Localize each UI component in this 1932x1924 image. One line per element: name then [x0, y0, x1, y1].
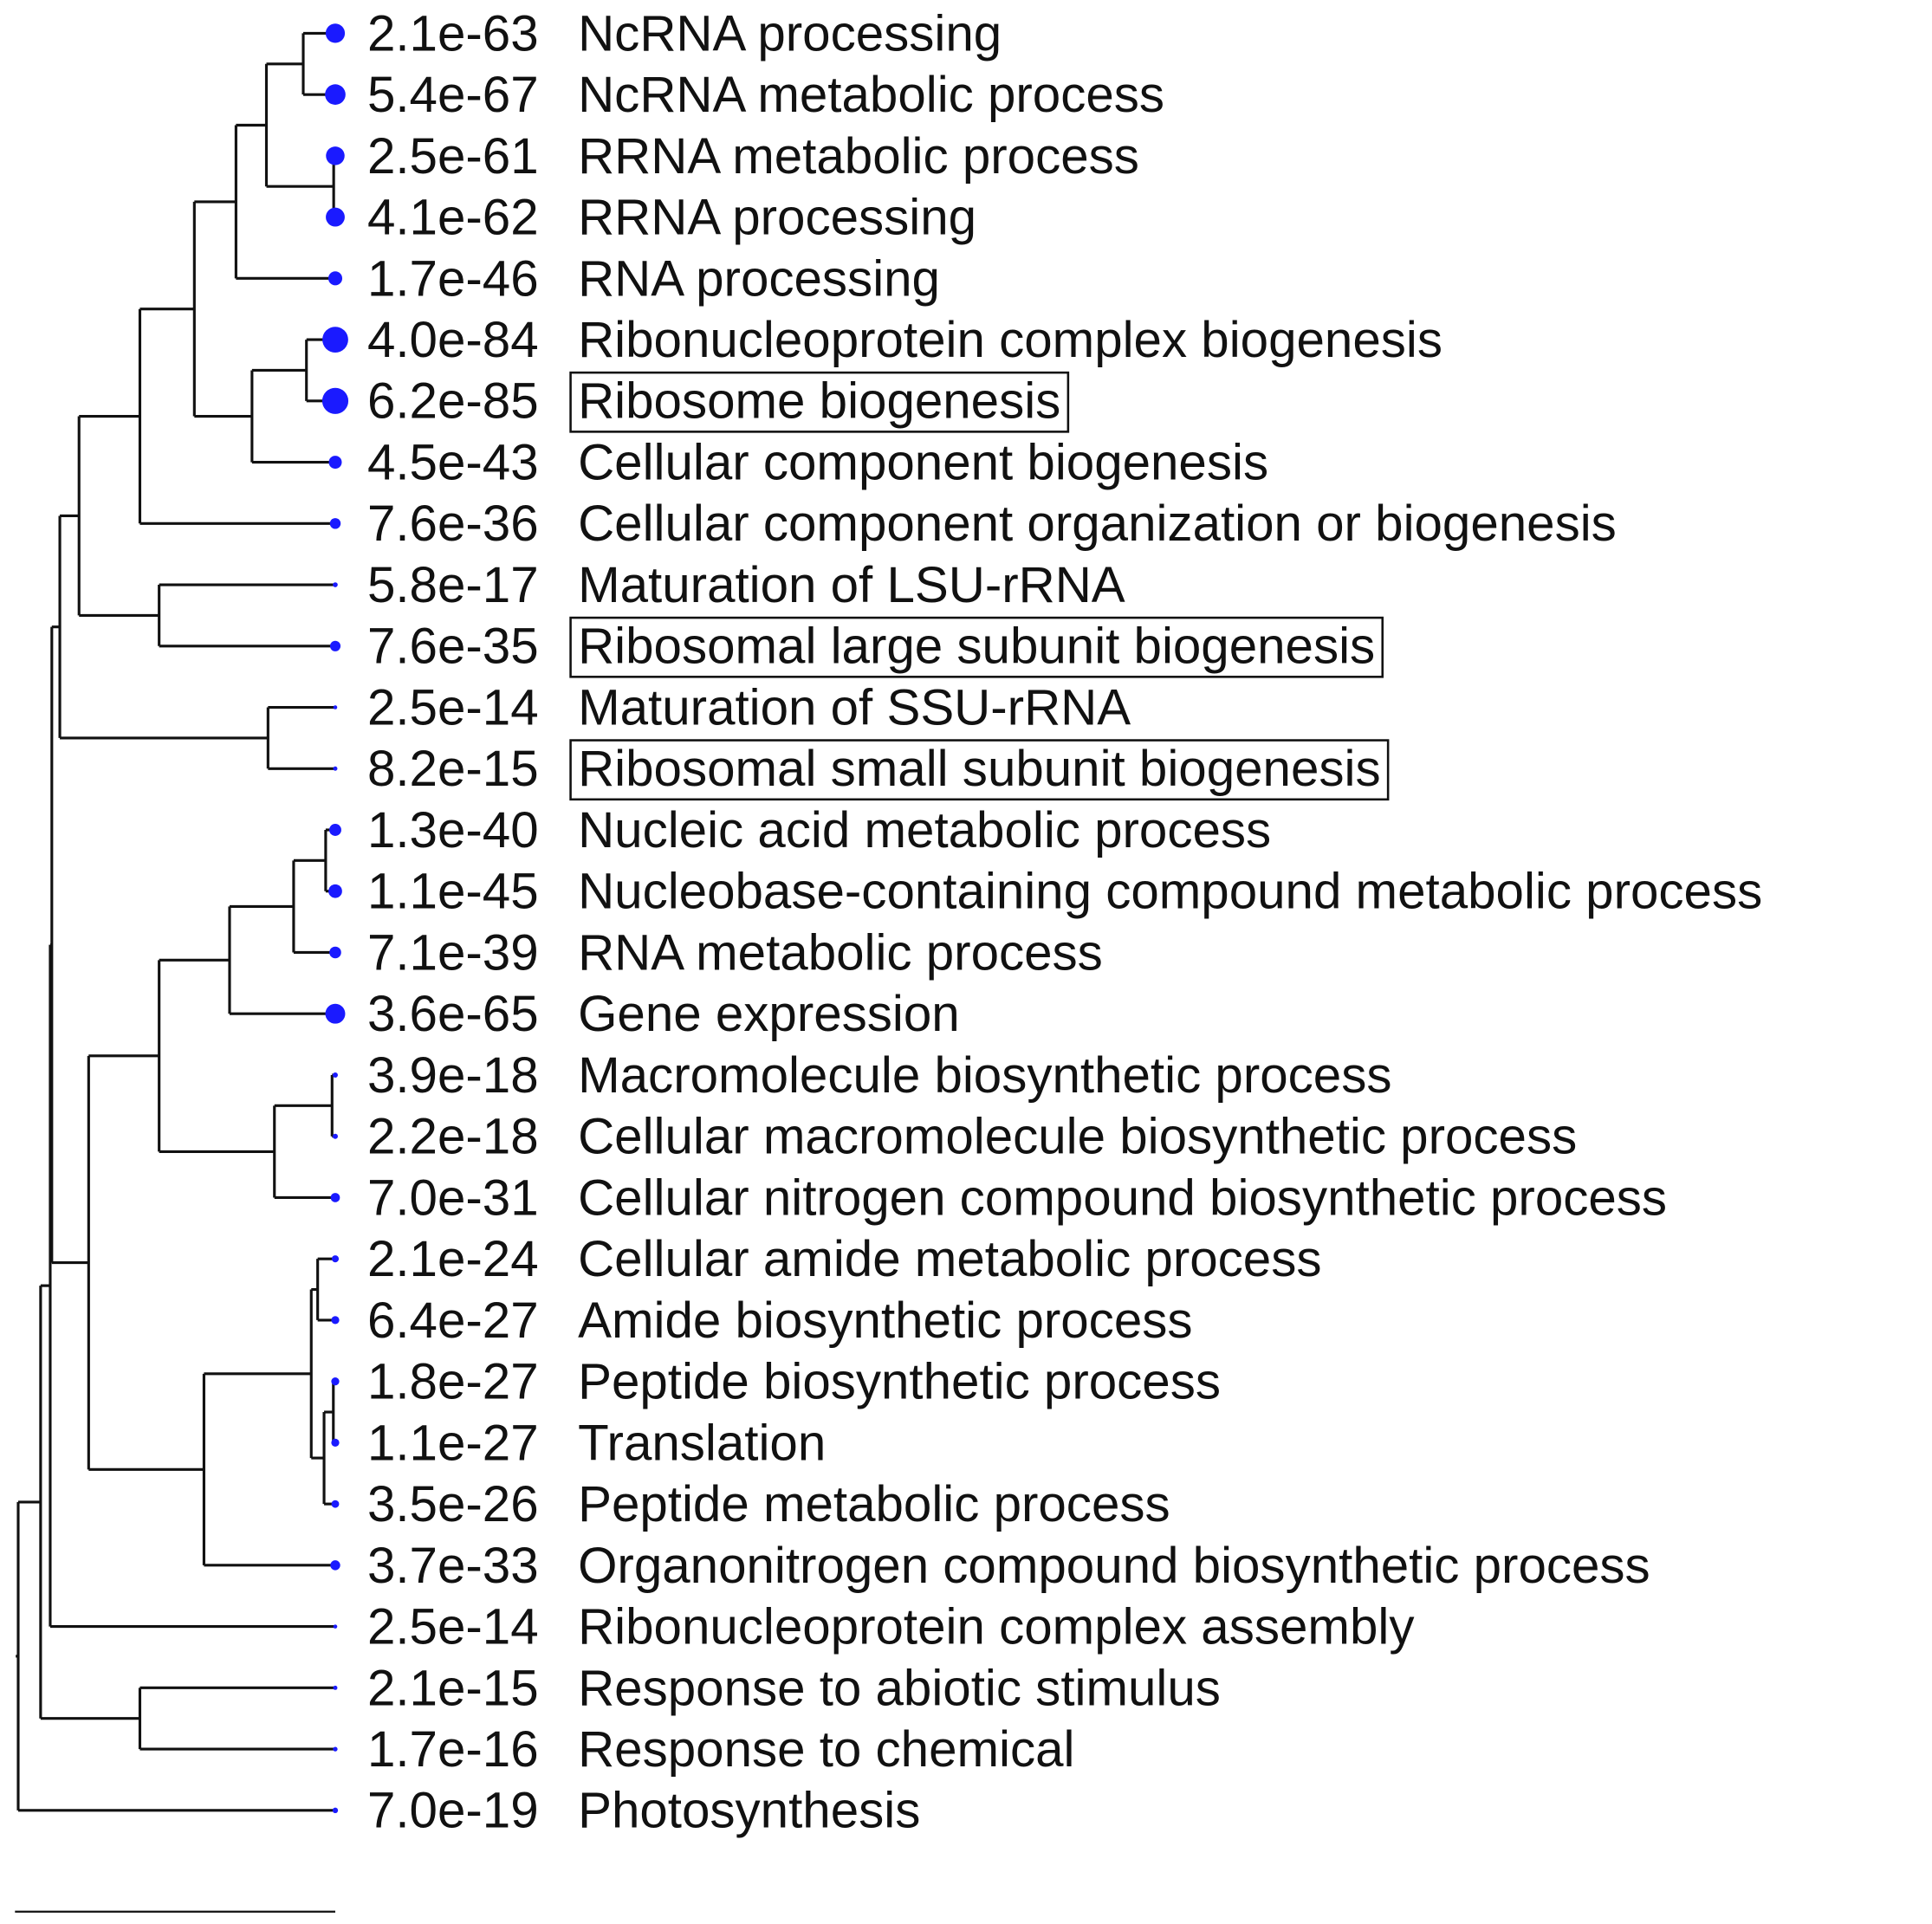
leaf-label: Maturation of SSU-rRNA	[578, 679, 1131, 735]
leaf-pvalue: 5.4e-67	[367, 67, 539, 123]
leaf-pvalue: 2.5e-14	[367, 1599, 539, 1655]
leaf-pvalue: 1.1e-45	[367, 864, 539, 920]
leaf-pvalue: 2.1e-24	[367, 1231, 539, 1287]
leaf-dot	[322, 327, 348, 353]
leaf-dot	[333, 766, 338, 771]
leaf-label: Peptide biosynthetic process	[578, 1354, 1221, 1410]
leaf-pvalue: 2.1e-63	[367, 5, 539, 62]
leaf-pvalue: 7.1e-39	[367, 924, 539, 981]
leaf-pvalue: 3.5e-26	[367, 1476, 539, 1532]
leaf-dot	[331, 1500, 340, 1508]
leaf-dot	[331, 1316, 340, 1325]
leaf-labels: 2.1e-63 NcRNA processing 5.4e-67 NcRNA meta…	[367, 5, 1762, 1838]
leaf-dot	[333, 1746, 338, 1752]
leaf-label: Ribosomal large subunit biogenesis	[578, 619, 1375, 675]
leaf-dot	[329, 518, 341, 529]
leaf-pvalue: 5.8e-17	[367, 557, 539, 613]
leaf-dot	[325, 23, 346, 43]
leaf-pvalue: 8.2e-15	[367, 741, 539, 797]
leaf-label: Response to abiotic stimulus	[578, 1660, 1221, 1716]
leaf-label: Response to chemical	[578, 1721, 1074, 1778]
leaf-label: Cellular macromolecule biosynthetic proc…	[578, 1109, 1577, 1165]
leaf-dot	[325, 1003, 346, 1024]
leaf-label: NcRNA metabolic process	[578, 67, 1164, 123]
leaf-dot	[327, 271, 343, 286]
leaf-dot	[328, 456, 342, 470]
leaf-label: RRNA metabolic process	[578, 128, 1139, 185]
leaf-label: Translation	[578, 1415, 826, 1471]
leaf-pvalue: 7.6e-36	[367, 496, 539, 552]
branches	[16, 31, 335, 1812]
leaf-dot	[321, 387, 349, 414]
leaf-dot	[332, 1072, 338, 1078]
leaf-dot	[329, 640, 341, 651]
leaf-label: Photosynthesis	[578, 1783, 920, 1839]
leaf-dot	[326, 146, 345, 165]
leaf-label: RRNA processing	[578, 190, 976, 246]
leaf-label: Ribonucleoprotein complex assembly	[578, 1599, 1415, 1655]
leaf-pvalue: 2.1e-15	[367, 1660, 539, 1716]
highlight-box	[569, 371, 1070, 433]
leaf-pvalue: 3.7e-33	[367, 1538, 539, 1594]
leaf-dot	[333, 705, 338, 709]
leaf-pvalue: 2.5e-14	[367, 679, 539, 735]
leaf-label: Macromolecule biosynthetic process	[578, 1047, 1391, 1104]
leaf-dot	[330, 1560, 340, 1571]
leaf-label: Maturation of LSU-rRNA	[578, 557, 1125, 613]
leaf-pvalue: 3.6e-65	[367, 986, 539, 1042]
leaf-dot	[329, 946, 341, 959]
leaf-label: Ribosomal small subunit biogenesis	[578, 741, 1380, 797]
leaf-dot	[333, 582, 338, 587]
leaf-pvalue: 1.7e-46	[367, 250, 539, 307]
leaf-dots	[321, 23, 349, 1814]
leaf-pvalue: 6.4e-27	[367, 1292, 539, 1349]
leaf-pvalue: 1.8e-27	[367, 1354, 539, 1410]
leaf-label: Ribonucleoprotein complex biogenesis	[578, 312, 1443, 368]
leaf-label: Peptide metabolic process	[578, 1476, 1170, 1532]
leaf-label: Cellular component biogenesis	[578, 434, 1268, 490]
leaf-pvalue: 1.1e-27	[367, 1415, 539, 1471]
leaf-label: Cellular component organization or bioge…	[578, 496, 1617, 552]
leaf-pvalue: 2.5e-61	[367, 128, 539, 185]
highlight-box	[569, 616, 1384, 678]
leaf-dot	[332, 1133, 338, 1139]
leaf-dot	[330, 1193, 340, 1202]
leaf-dot	[331, 1255, 340, 1263]
leaf-dot	[326, 207, 345, 227]
leaf-dot	[325, 84, 346, 105]
leaf-pvalue: 7.0e-19	[367, 1783, 539, 1839]
leaf-label: RNA metabolic process	[578, 924, 1103, 981]
leaf-dot	[332, 1807, 339, 1814]
highlight-box	[569, 739, 1390, 801]
leaf-label: Amide biosynthetic process	[578, 1292, 1192, 1349]
leaf-dot	[328, 884, 342, 898]
leaf-label: Nucleic acid metabolic process	[578, 802, 1271, 858]
leaf-pvalue: 7.0e-31	[367, 1169, 539, 1226]
leaf-label: NcRNA processing	[578, 5, 1002, 62]
leaf-dot	[333, 1624, 338, 1629]
leaf-pvalue: 7.6e-35	[367, 619, 539, 675]
leaf-label: Cellular nitrogen compound biosynthetic …	[578, 1169, 1667, 1226]
leaf-dot	[331, 1438, 340, 1448]
leaf-dot	[333, 1685, 338, 1690]
leaf-label: Cellular amide metabolic process	[578, 1231, 1321, 1287]
leaf-label: RNA processing	[578, 250, 940, 307]
leaf-label: Gene expression	[578, 986, 960, 1042]
leaf-pvalue: 3.9e-18	[367, 1047, 539, 1104]
leaf-pvalue: 1.7e-16	[367, 1721, 539, 1778]
leaf-dot	[331, 1377, 340, 1386]
leaf-pvalue: 6.2e-85	[367, 373, 539, 430]
leaf-pvalue: 1.3e-40	[367, 802, 539, 858]
leaf-dot	[329, 824, 341, 836]
leaf-pvalue: 4.1e-62	[367, 190, 539, 246]
leaf-pvalue: 4.0e-84	[367, 312, 539, 368]
leaf-pvalue: 2.2e-18	[367, 1109, 539, 1165]
leaf-label: Ribosome biogenesis	[578, 373, 1060, 430]
leaf-label: Nucleobase-containing compound metabolic…	[578, 864, 1762, 920]
leaf-pvalue: 4.5e-43	[367, 434, 539, 490]
leaf-label: Organonitrogen compound biosynthetic pro…	[578, 1538, 1650, 1594]
